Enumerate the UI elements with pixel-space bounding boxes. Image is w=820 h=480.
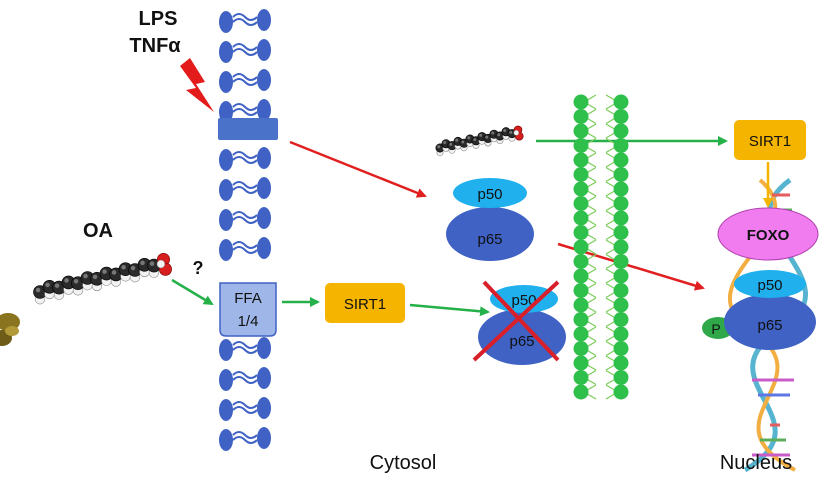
olive-icon: [0, 313, 20, 346]
nuclear-lipid: [573, 311, 629, 328]
nuclear-lipid: [573, 181, 629, 197]
p65-label: p65: [757, 317, 782, 334]
nuclear-lipid: [573, 137, 629, 154]
cell-membrane: [219, 9, 271, 451]
phospholipid: [219, 177, 271, 201]
nfkb-complex-inhibited: p50 p65: [472, 280, 566, 365]
nuclear-lipid: [573, 239, 629, 255]
nuclear-lipid: [573, 108, 629, 125]
inhibition-cross-icon: [472, 280, 560, 362]
oleic-acid-molecule-icon: [33, 253, 172, 305]
lightning-bolt-icon: [180, 58, 214, 112]
phospholipid: [219, 237, 271, 261]
nuclear-lipid: [573, 166, 629, 183]
phospholipid: [219, 427, 271, 451]
nuclear-lipid: [573, 282, 629, 299]
nuclear-lipid: [573, 297, 629, 313]
nuclear-lipid: [573, 253, 629, 270]
nuclear-lipid: [573, 268, 629, 284]
phospholipid: [219, 337, 271, 361]
ffa-receptor: FFA 1/4: [219, 282, 277, 337]
arrow-sirt1-to-nfkb: [409, 303, 490, 317]
nuclear-lipid: [573, 94, 629, 110]
receptor-bar: [218, 118, 278, 140]
sirt1-label: SIRT1: [749, 133, 791, 150]
phospholipid: [219, 99, 271, 123]
p50-label: p50: [511, 292, 536, 309]
foxo-protein: FOXO: [717, 207, 819, 261]
nuclear-lipid: [573, 195, 629, 212]
sirt1-box-nucleus: SIRT1: [734, 120, 806, 160]
ffa-number-label: 1/4: [238, 313, 259, 330]
fatty-acid-molecule-icon: [435, 125, 524, 157]
arrow-oa-to-ffa: [171, 278, 214, 306]
nuclear-lipid: [573, 369, 629, 386]
stimulus-tnfa: TNFα: [129, 35, 181, 57]
p65-label: p65: [509, 333, 534, 350]
nuclear-lipid: [573, 384, 629, 400]
ffa-label: FFA: [234, 290, 262, 307]
phospho-label: P: [711, 321, 720, 337]
phospholipid: [219, 397, 271, 421]
stimulus-lps: LPS: [139, 8, 178, 30]
question-mark: ?: [193, 258, 204, 278]
nuclear-lipid: [573, 210, 629, 226]
nucleus-label: Nucleus: [720, 452, 792, 474]
sirt1-label: SIRT1: [344, 296, 386, 313]
phospholipid: [219, 69, 271, 93]
nfkb-complex-active: p50 p65: [446, 178, 534, 261]
nuclear-lipid: [573, 224, 629, 241]
nuclear-membrane: [573, 94, 629, 400]
foxo-label: FOXO: [747, 227, 790, 244]
phospholipid: [219, 9, 271, 33]
phospholipid: [219, 147, 271, 171]
phospholipid: [219, 207, 271, 231]
p50-label: p50: [477, 186, 502, 203]
p65-label: p65: [477, 231, 502, 248]
oa-label: OA: [83, 220, 113, 242]
nuclear-lipid: [573, 152, 629, 168]
arrow-receptor-to-nfkb: [289, 140, 427, 198]
nuclear-lipid: [573, 355, 629, 371]
phospholipid: [219, 39, 271, 63]
nuclear-lipid: [573, 123, 629, 139]
p50-label: p50: [757, 277, 782, 294]
nuclear-lipid: [573, 340, 629, 357]
cytosol-label: Cytosol: [370, 452, 437, 474]
nfkb-complex-nuclear: p50 p65: [724, 270, 816, 350]
phospholipid: [219, 367, 271, 391]
nuclear-lipid: [573, 326, 629, 342]
sirt1-box-cytosol: SIRT1: [325, 283, 405, 323]
